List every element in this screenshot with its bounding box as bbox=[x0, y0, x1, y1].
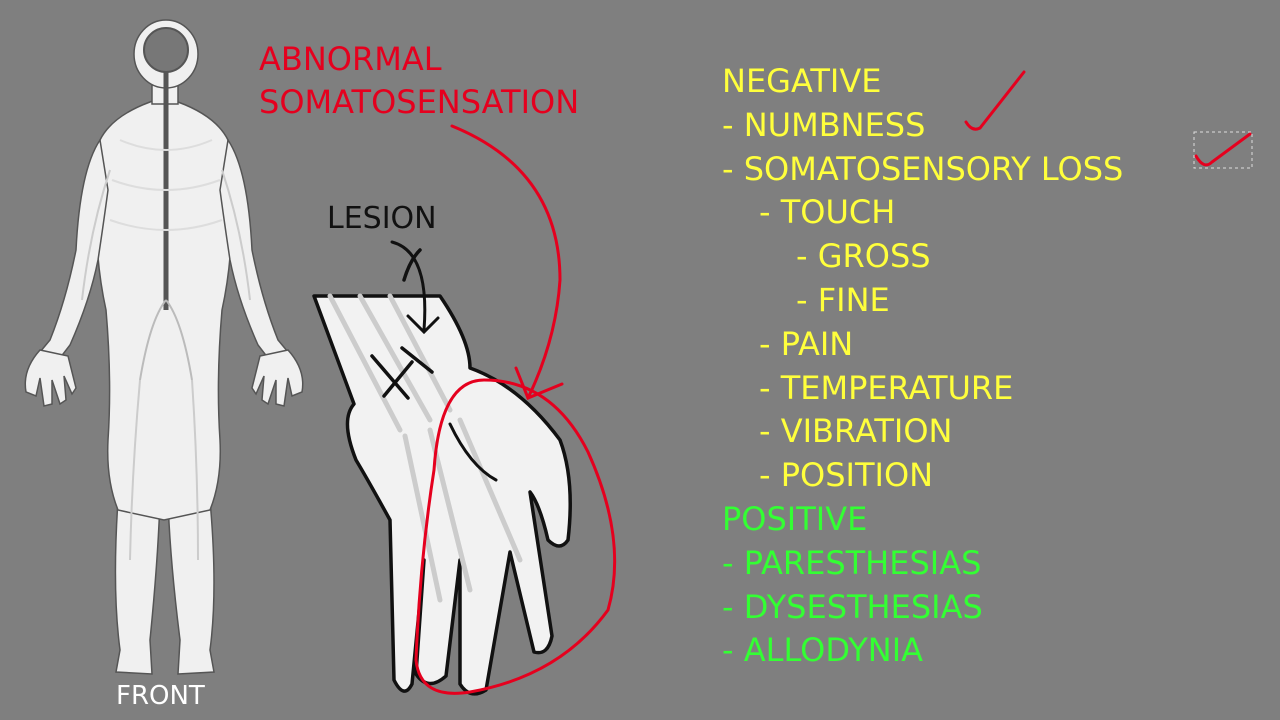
selection-box bbox=[1193, 131, 1253, 169]
numbness-check bbox=[964, 70, 1026, 131]
hand-tendons bbox=[327, 293, 523, 603]
negative-item-somatosensory-loss: - SOMATOSENSORY LOSS bbox=[722, 149, 1124, 188]
negative-item-position: - POSITION bbox=[759, 456, 934, 495]
positive-item-dysesthesias: - DYSESTHESIAS bbox=[722, 587, 983, 626]
negative-item-temperature: - TEMPERATURE bbox=[759, 368, 1014, 407]
title-arrow bbox=[450, 124, 562, 400]
title-arrow-head bbox=[514, 366, 564, 400]
loss-check bbox=[1194, 132, 1252, 167]
negative-item-numbness: - NUMBNESS bbox=[722, 105, 926, 144]
positive-heading: POSITIVE bbox=[722, 499, 868, 538]
title-line-2: SOMATOSENSATION bbox=[259, 83, 580, 121]
red-annotations bbox=[414, 70, 1252, 695]
negative-item-pain: - PAIN bbox=[759, 324, 854, 363]
body-caption: FRONT bbox=[116, 681, 205, 711]
title-line-1: ABNORMAL bbox=[259, 40, 442, 78]
numbness-region-circle bbox=[414, 378, 617, 695]
lesion-mark bbox=[370, 248, 434, 400]
negative-item-vibration: - VIBRATION bbox=[759, 412, 953, 451]
nervous-system bbox=[81, 27, 251, 561]
symptom-list: NEGATIVE - NUMBNESS - SOMATOSENSORY LOSS… bbox=[722, 60, 1123, 673]
negative-item-touch: - TOUCH bbox=[759, 193, 896, 232]
hand-illustration bbox=[312, 294, 572, 696]
negative-item-gross: - GROSS bbox=[796, 237, 931, 276]
negative-item-fine: - FINE bbox=[796, 280, 890, 319]
positive-item-paresthesias: - PARESTHESIAS bbox=[722, 543, 982, 582]
lesion-arrow bbox=[390, 240, 498, 482]
lesion-label: LESION bbox=[327, 201, 437, 236]
positive-item-allodynia: - ALLODYNIA bbox=[722, 631, 924, 670]
negative-heading: NEGATIVE bbox=[722, 62, 882, 100]
